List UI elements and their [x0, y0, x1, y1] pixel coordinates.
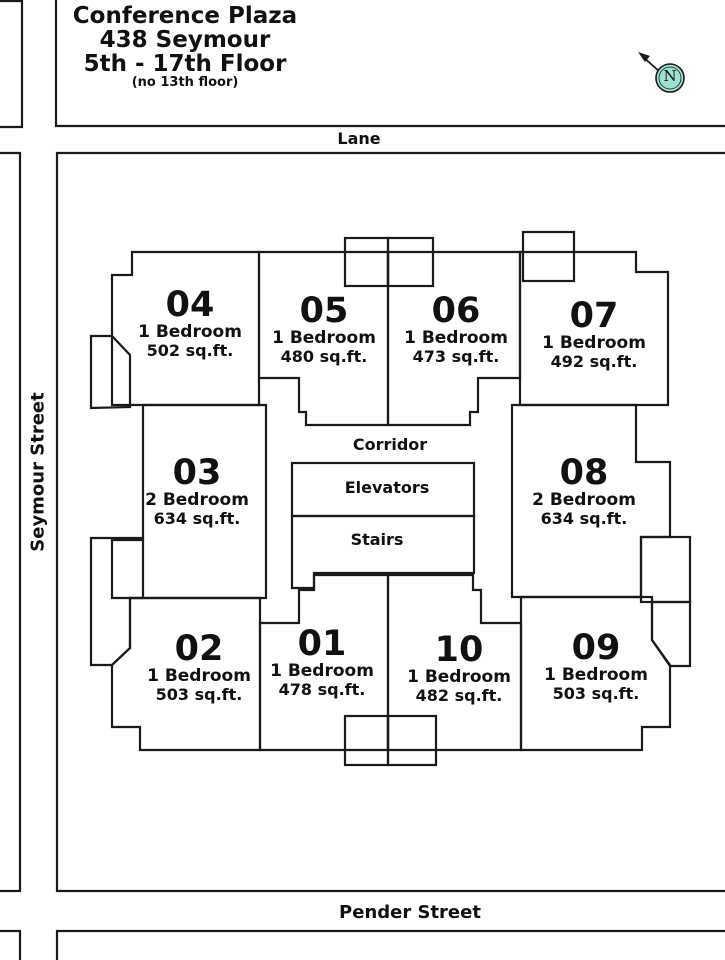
- unit-06: 06 1 Bedroom 473 sq.ft.: [404, 294, 508, 365]
- left-block-main: [0, 151, 22, 893]
- unit-bedrooms: 1 Bedroom: [270, 661, 374, 681]
- unit-08: 08 2 Bedroom 634 sq.ft.: [532, 456, 636, 527]
- street-label-bottom: Pender Street: [339, 902, 481, 923]
- bottom-block: [55, 929, 725, 960]
- balcony-top-right: [386, 236, 435, 288]
- left-block-bottom: [0, 929, 22, 960]
- unit-size: 503 sq.ft.: [552, 683, 640, 703]
- unit-number: 01: [297, 624, 347, 664]
- unit-number: 08: [559, 453, 609, 493]
- unit-bedrooms: 1 Bedroom: [147, 666, 251, 686]
- unit-10-outline: [386, 573, 523, 752]
- floor-note: (no 13th floor): [131, 75, 239, 90]
- unit-size: 478 sq.ft.: [278, 679, 366, 699]
- balcony-unit-08: [639, 535, 692, 604]
- unit-bedrooms: 1 Bedroom: [404, 328, 508, 348]
- unit-bedrooms: 1 Bedroom: [544, 665, 648, 685]
- unit-size: 502 sq.ft.: [146, 340, 234, 360]
- north-arrow-icon: [638, 52, 685, 93]
- main-block: [55, 151, 725, 893]
- compass-label: N: [663, 67, 677, 85]
- unit-04: 04 1 Bedroom 502 sq.ft.: [138, 288, 242, 359]
- unit-size: 634 sq.ft.: [153, 508, 241, 528]
- unit-number: 05: [299, 291, 349, 331]
- unit-01: 01 1 Bedroom 478 sq.ft.: [270, 627, 374, 698]
- balcony-top-left: [343, 236, 390, 288]
- unit-number: 04: [165, 285, 215, 325]
- title-line-1: Conference Plaza: [72, 3, 298, 29]
- building-outline: [89, 230, 692, 767]
- unit-03: 03 2 Bedroom 634 sq.ft.: [145, 456, 249, 527]
- unit-size: 503 sq.ft.: [155, 684, 243, 704]
- unit-07: 07 1 Bedroom 492 sq.ft.: [542, 299, 646, 370]
- unit-number: 02: [174, 629, 224, 669]
- street-label-top: Lane: [337, 129, 381, 148]
- unit-size: 480 sq.ft.: [280, 346, 368, 366]
- unit-number: 10: [434, 630, 484, 670]
- header-block: [54, 0, 725, 128]
- stairs-core: [290, 514, 476, 590]
- unit-bedrooms: 2 Bedroom: [145, 490, 249, 510]
- unit-size: 482 sq.ft.: [415, 685, 503, 705]
- unit-size: 492 sq.ft.: [550, 351, 638, 371]
- balcony-bottom-left: [343, 714, 390, 767]
- unit-number: 07: [569, 296, 619, 336]
- unit-bedrooms: 1 Bedroom: [542, 333, 646, 353]
- unit-number: 03: [172, 453, 222, 493]
- unit-10: 10 1 Bedroom 482 sq.ft.: [407, 633, 511, 704]
- unit-09: 09 1 Bedroom 503 sq.ft.: [544, 631, 648, 702]
- unit-04-balcony: [89, 334, 132, 410]
- unit-bedrooms: 1 Bedroom: [407, 667, 511, 687]
- balcony-unit-07: [521, 230, 576, 283]
- street-label-left: Seymour Street: [27, 392, 49, 552]
- unit-number: 09: [571, 628, 621, 668]
- unit-size: 634 sq.ft.: [540, 508, 628, 528]
- unit-bedrooms: 1 Bedroom: [272, 328, 376, 348]
- unit-03-balcony: [89, 536, 145, 667]
- elevators-label: Elevators: [344, 478, 430, 497]
- unit-09-balcony: [650, 600, 692, 668]
- unit-number: 06: [431, 291, 481, 331]
- unit-bedrooms: 2 Bedroom: [532, 490, 636, 510]
- stairs-label: Stairs: [350, 530, 404, 549]
- balcony-bottom-right: [386, 714, 438, 767]
- title-line-3: 5th - 17th Floor: [83, 51, 287, 77]
- unit-02: 02 1 Bedroom 503 sq.ft.: [147, 632, 251, 703]
- unit-bedrooms: 1 Bedroom: [138, 322, 242, 342]
- unit-05: 05 1 Bedroom 480 sq.ft.: [272, 294, 376, 365]
- unit-size: 473 sq.ft.: [412, 346, 500, 366]
- left-block-top: [0, 0, 24, 129]
- title-line-2: 438 Seymour: [99, 27, 271, 53]
- corridor-label: Corridor: [352, 435, 428, 454]
